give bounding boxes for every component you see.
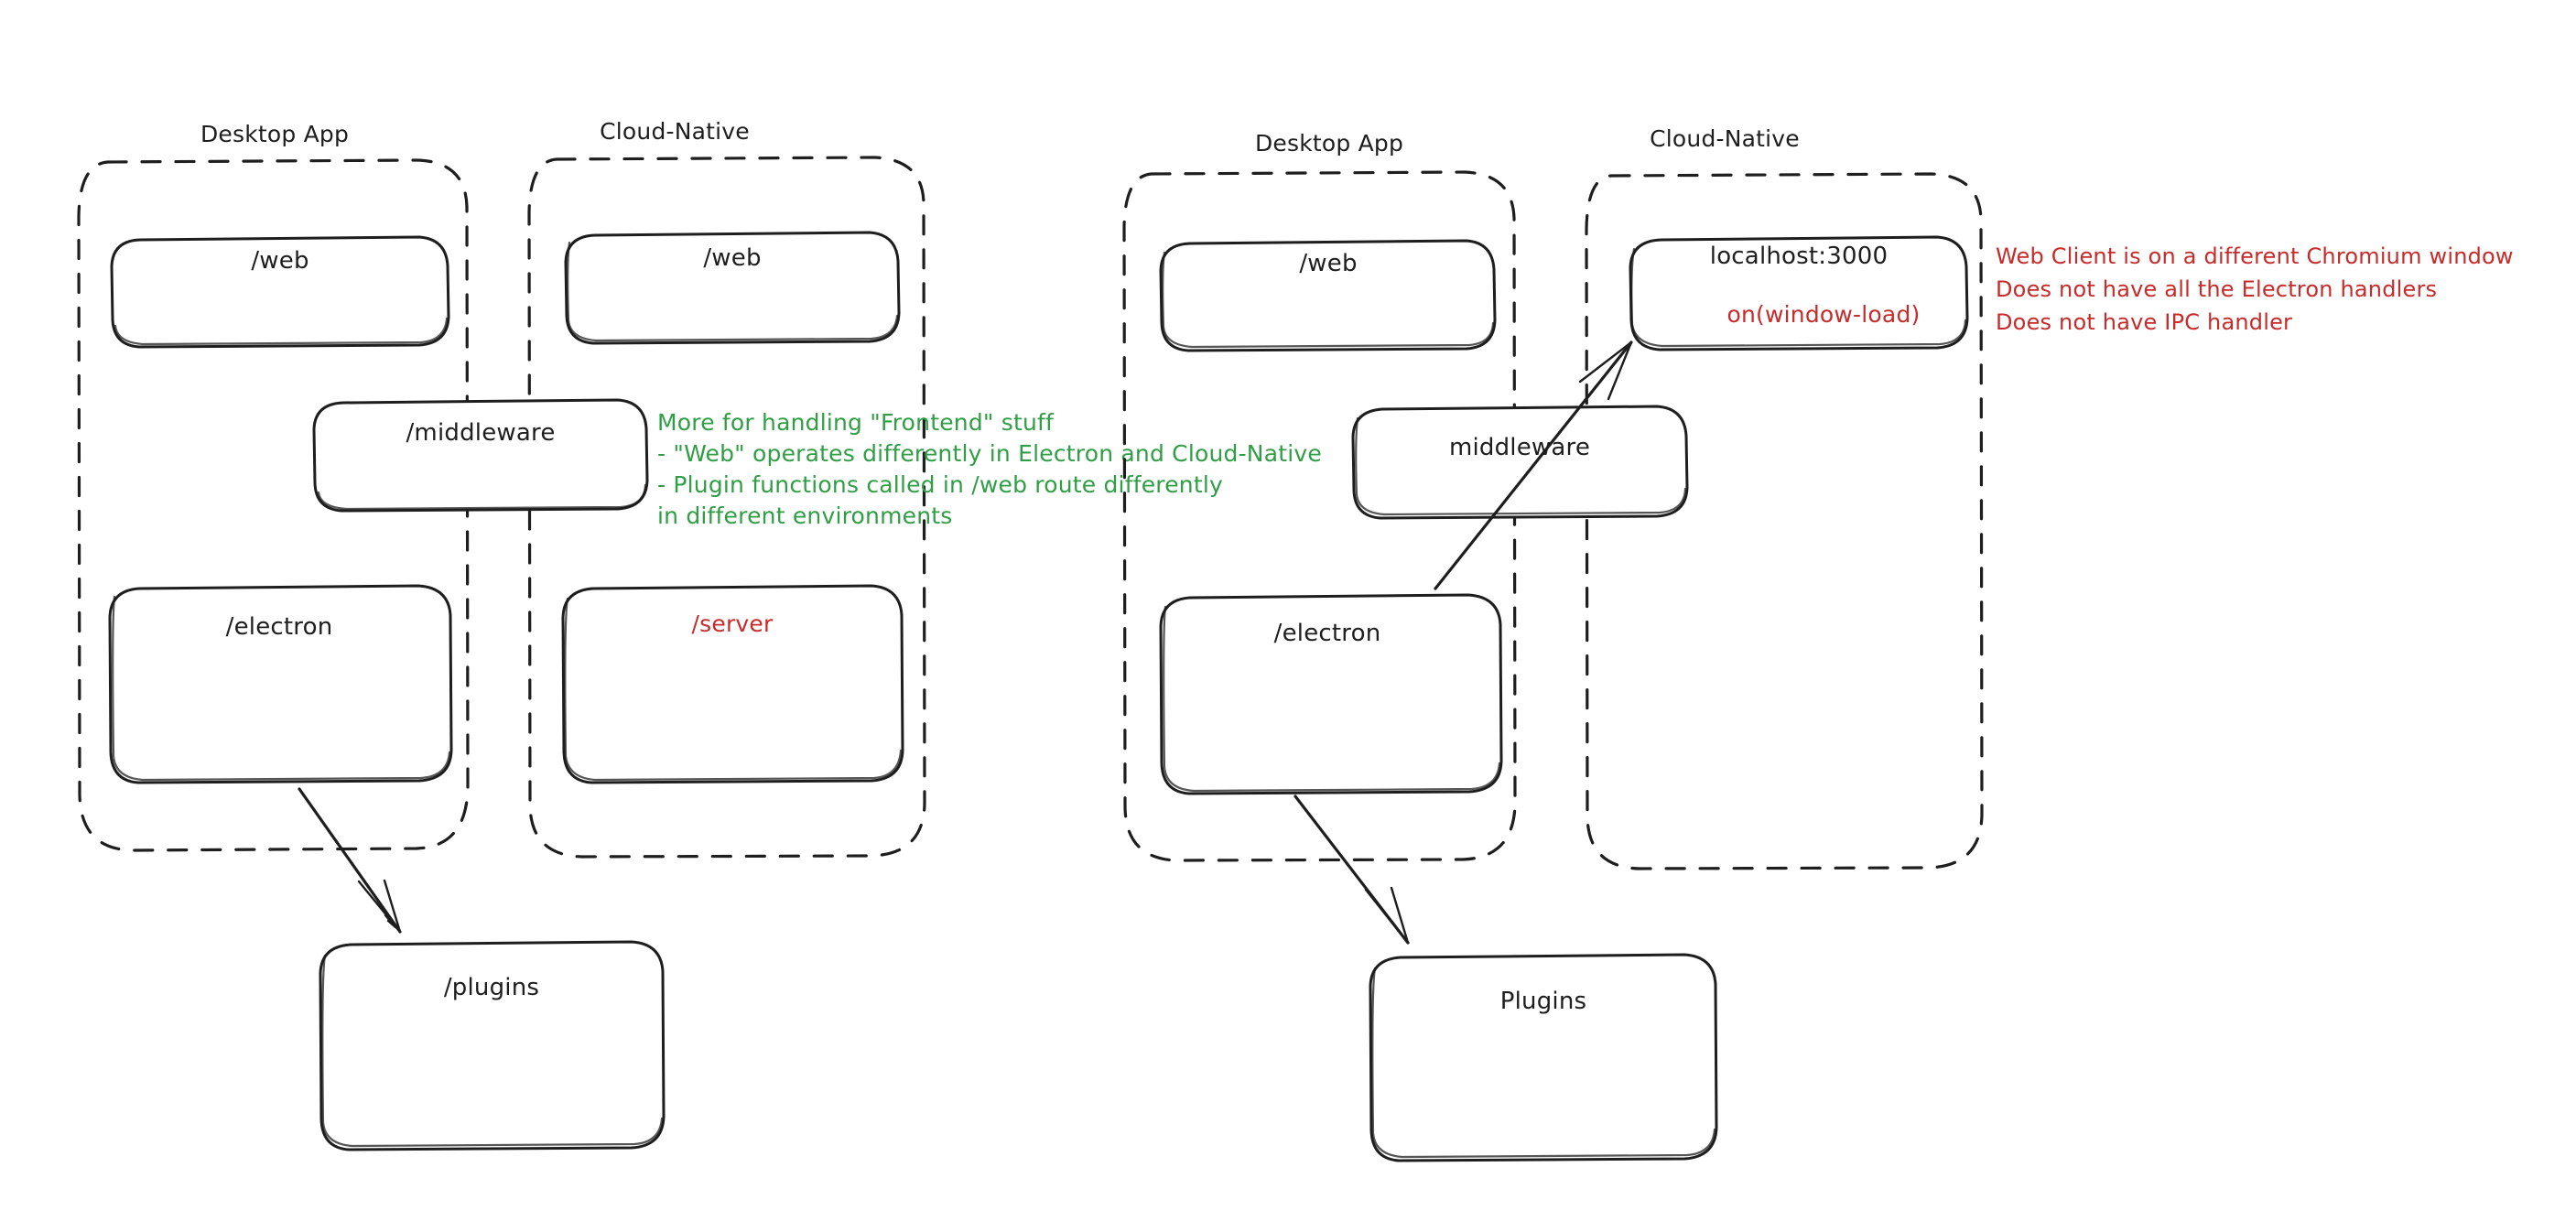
right-cloud-native-container — [1585, 172, 1984, 870]
right-group-label-desktop-app: Desktop App — [1255, 130, 1403, 157]
right-box-middleware[interactable]: middleware — [1351, 405, 1689, 520]
left-box-server-label: /server — [692, 611, 774, 637]
note-green-line-1: More for handling "Frontend" stuff — [657, 409, 1055, 436]
left-box-server[interactable]: /server — [561, 584, 904, 784]
right-box-localhost[interactable]: localhost:3000 on(window-load) — [1629, 235, 1969, 351]
left-box-electron[interactable]: /electron — [108, 584, 453, 784]
right-box-electron[interactable]: /electron — [1159, 593, 1503, 795]
left-box-web-cloud-label: /web — [703, 244, 761, 272]
note-red: Web Client is on a different Chromium wi… — [1996, 243, 2514, 335]
left-box-web-desktop[interactable]: /web — [110, 235, 450, 349]
right-box-localhost-label: localhost:3000 — [1710, 243, 1888, 270]
left-desktop-app-container — [77, 158, 470, 852]
left-group-label-desktop-app: Desktop App — [200, 121, 349, 147]
left-box-electron-label: /electron — [226, 613, 333, 641]
left-box-middleware-label: /middleware — [406, 419, 555, 447]
right-desktop-app-container — [1122, 170, 1517, 862]
note-red-line-2: Does not have all the Electron handlers — [1996, 276, 2437, 302]
right-box-web-desktop[interactable]: /web — [1159, 239, 1497, 352]
right-box-web-desktop-label: /web — [1299, 250, 1357, 277]
left-box-plugins[interactable]: /plugins — [319, 940, 666, 1151]
right-box-electron-label: /electron — [1274, 620, 1381, 647]
left-arrow-electron-to-plugins — [298, 787, 402, 934]
left-box-plugins-label: /plugins — [444, 974, 539, 1001]
note-green-line-3: - Plugin functions called in /web route … — [657, 471, 1223, 498]
right-box-localhost-sublabel: on(window-load) — [1727, 301, 1921, 328]
right-arrow-electron-to-localhost — [1434, 340, 1633, 590]
note-green-line-4: in different environments — [657, 503, 952, 529]
right-box-plugins-label: Plugins — [1500, 988, 1587, 1015]
left-box-middleware[interactable]: /middleware — [312, 398, 649, 513]
note-red-line-3: Does not have IPC handler — [1996, 309, 2292, 335]
right-group-label-cloud-native: Cloud-Native — [1650, 125, 1800, 152]
note-green: More for handling "Frontend" stuff - "We… — [657, 409, 1322, 529]
left-box-web-desktop-label: /web — [251, 247, 308, 275]
left-box-web-cloud[interactable]: /web — [564, 231, 901, 345]
note-green-line-2: - "Web" operates differently in Electron… — [657, 440, 1322, 467]
left-group-label-cloud-native: Cloud-Native — [600, 118, 750, 145]
right-arrow-electron-to-plugins — [1293, 794, 1410, 945]
note-red-line-1: Web Client is on a different Chromium wi… — [1996, 243, 2514, 269]
right-box-middleware-label: middleware — [1449, 434, 1590, 461]
right-box-plugins[interactable]: Plugins — [1369, 953, 1718, 1162]
